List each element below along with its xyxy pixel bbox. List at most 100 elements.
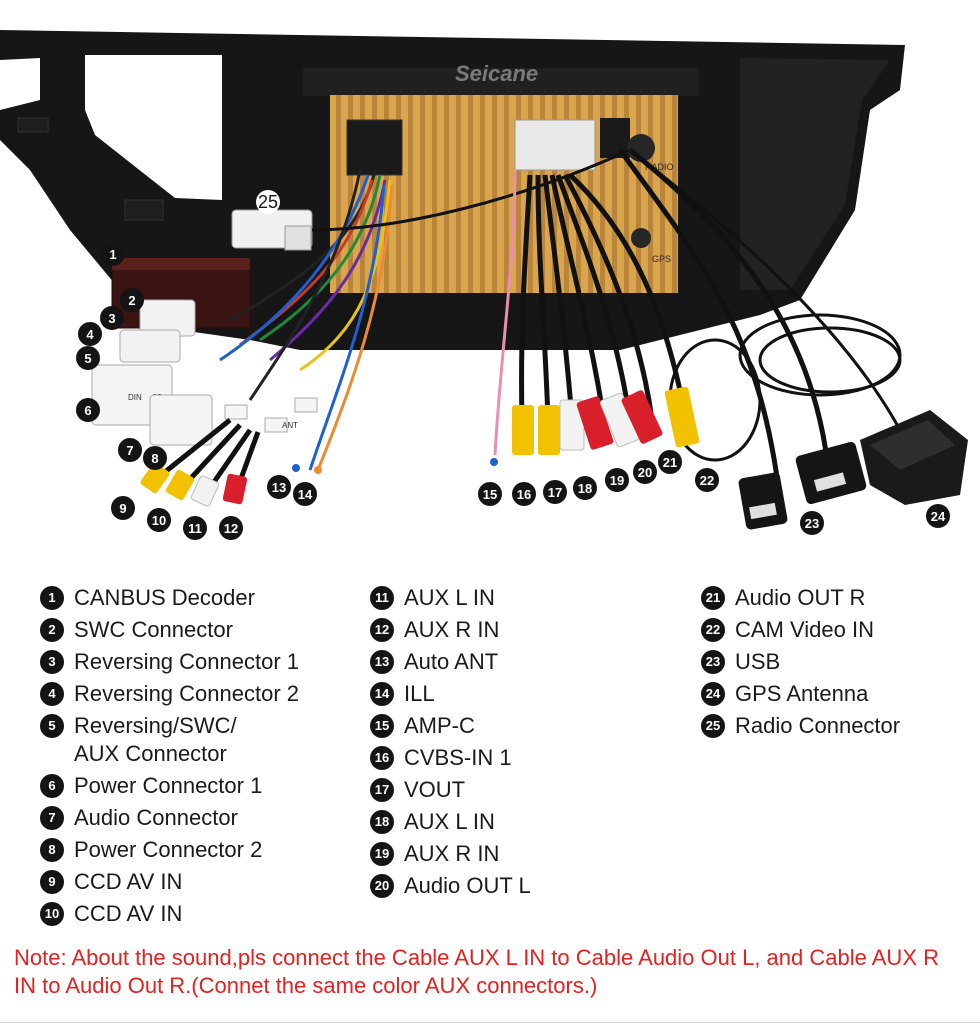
legend-number-badge: 25 — [701, 714, 725, 738]
callout-2: 2 — [120, 288, 144, 312]
svg-text:6: 6 — [84, 403, 91, 418]
left-connectors: DIN SD ANT — [91, 299, 318, 446]
callout-1: 1 — [101, 242, 125, 266]
radio-port-label: RADIO — [645, 162, 674, 172]
svg-text:15: 15 — [483, 487, 497, 502]
radio-connector-plug — [284, 225, 312, 251]
legend-label: AMP-C — [404, 713, 475, 738]
callout-14: 14 — [293, 482, 317, 506]
legend-label: Audio Connector — [74, 805, 238, 830]
legend-number-badge: 11 — [370, 586, 394, 610]
product-photo: Seicane RADIO GPS DIN SD — [0, 30, 968, 540]
legend-label: AUX R IN — [404, 617, 500, 642]
legend-label: CVBS-IN 1 — [404, 745, 512, 770]
right-rca-plugs — [490, 386, 700, 466]
callouts: 1 2 3 4 5 6 7 8 9 10 11 12 13 14 15 16 1… — [76, 190, 950, 540]
svg-text:23: 23 — [805, 516, 819, 531]
legend-item: 2 SWC Connector — [40, 616, 299, 648]
legend-number-badge: 12 — [370, 618, 394, 642]
usb-plugs — [738, 441, 867, 530]
legend-label: CAM Video IN — [735, 617, 874, 642]
svg-text:13: 13 — [272, 480, 286, 495]
callout-9: 9 — [111, 496, 135, 520]
svg-text:25: 25 — [258, 192, 278, 212]
legend-label: Reversing/SWC/ AUX Connector — [74, 713, 237, 766]
svg-text:18: 18 — [578, 481, 592, 496]
callout-25: 25 — [256, 190, 280, 214]
svg-text:7: 7 — [126, 443, 133, 458]
callout-3: 3 — [100, 306, 124, 330]
legend-label: ILL — [404, 681, 435, 706]
legend-item: 21 Audio OUT R — [701, 584, 900, 616]
legend-label: Power Connector 2 — [74, 837, 263, 862]
legend-label: Audio OUT L — [404, 873, 531, 898]
legend-number-badge: 9 — [40, 870, 64, 894]
callout-20: 20 — [633, 460, 657, 484]
legend-number-badge: 22 — [701, 618, 725, 642]
legend-item: 13 Auto ANT — [370, 648, 531, 680]
callout-6: 6 — [76, 398, 100, 422]
legend-label: Radio Connector — [735, 713, 901, 738]
legend-label: CCD AV IN — [74, 901, 183, 926]
legend-label: GPS Antenna — [735, 681, 869, 706]
callout-13: 13 — [267, 475, 291, 499]
svg-text:19: 19 — [610, 473, 624, 488]
svg-text:2: 2 — [128, 293, 135, 308]
svg-text:21: 21 — [663, 455, 677, 470]
legend-label: CCD AV IN — [74, 869, 183, 894]
callout-5: 5 — [76, 346, 100, 370]
legend-label: VOUT — [404, 777, 466, 802]
callout-16: 16 — [512, 482, 536, 506]
legend-number-badge: 7 — [40, 806, 64, 830]
legend-item: 16 CVBS-IN 1 — [370, 744, 531, 776]
callout-21: 21 — [658, 450, 682, 474]
legend-label: Reversing Connector 2 — [74, 681, 300, 706]
legend-number-badge: 23 — [701, 650, 725, 674]
svg-text:16: 16 — [517, 487, 531, 502]
legend-number-badge: 6 — [40, 774, 64, 798]
svg-text:24: 24 — [931, 509, 946, 524]
callout-4: 4 — [78, 322, 102, 346]
svg-text:22: 22 — [700, 473, 714, 488]
callout-22: 22 — [695, 468, 719, 492]
legend-number-badge: 13 — [370, 650, 394, 674]
legend-label: SWC Connector — [74, 617, 233, 642]
svg-text:11: 11 — [188, 521, 202, 536]
legend-number-badge: 18 — [370, 810, 394, 834]
legend-item: 7 Audio Connector — [40, 804, 299, 836]
legend-item: 3 Reversing Connector 1 — [40, 648, 299, 680]
legend-number-badge: 21 — [701, 586, 725, 610]
svg-text:3: 3 — [108, 311, 115, 326]
legend-label: Auto ANT — [404, 649, 499, 674]
svg-text:4: 4 — [86, 327, 94, 342]
callout-10: 10 — [147, 508, 171, 532]
svg-text:1: 1 — [109, 247, 116, 262]
connector-tag-din: DIN — [128, 393, 142, 402]
legend-number-badge: 2 — [40, 618, 64, 642]
divider — [0, 1022, 980, 1023]
head-unit: Seicane RADIO GPS — [303, 61, 699, 293]
callout-11: 11 — [183, 516, 207, 540]
legend-number-badge: 16 — [370, 746, 394, 770]
legend-number-badge: 19 — [370, 842, 394, 866]
svg-text:12: 12 — [224, 521, 238, 536]
legend-number-badge: 3 — [40, 650, 64, 674]
legend-label: Audio OUT R — [735, 585, 866, 610]
svg-text:8: 8 — [151, 451, 158, 466]
legend-item: 9 CCD AV IN — [40, 868, 299, 900]
legend-number-badge: 24 — [701, 682, 725, 706]
left-harness — [219, 148, 631, 471]
callout-23: 23 — [800, 511, 824, 535]
svg-text:14: 14 — [298, 487, 313, 502]
legend-number-badge: 15 — [370, 714, 394, 738]
legend-label: Reversing Connector 1 — [74, 649, 300, 674]
